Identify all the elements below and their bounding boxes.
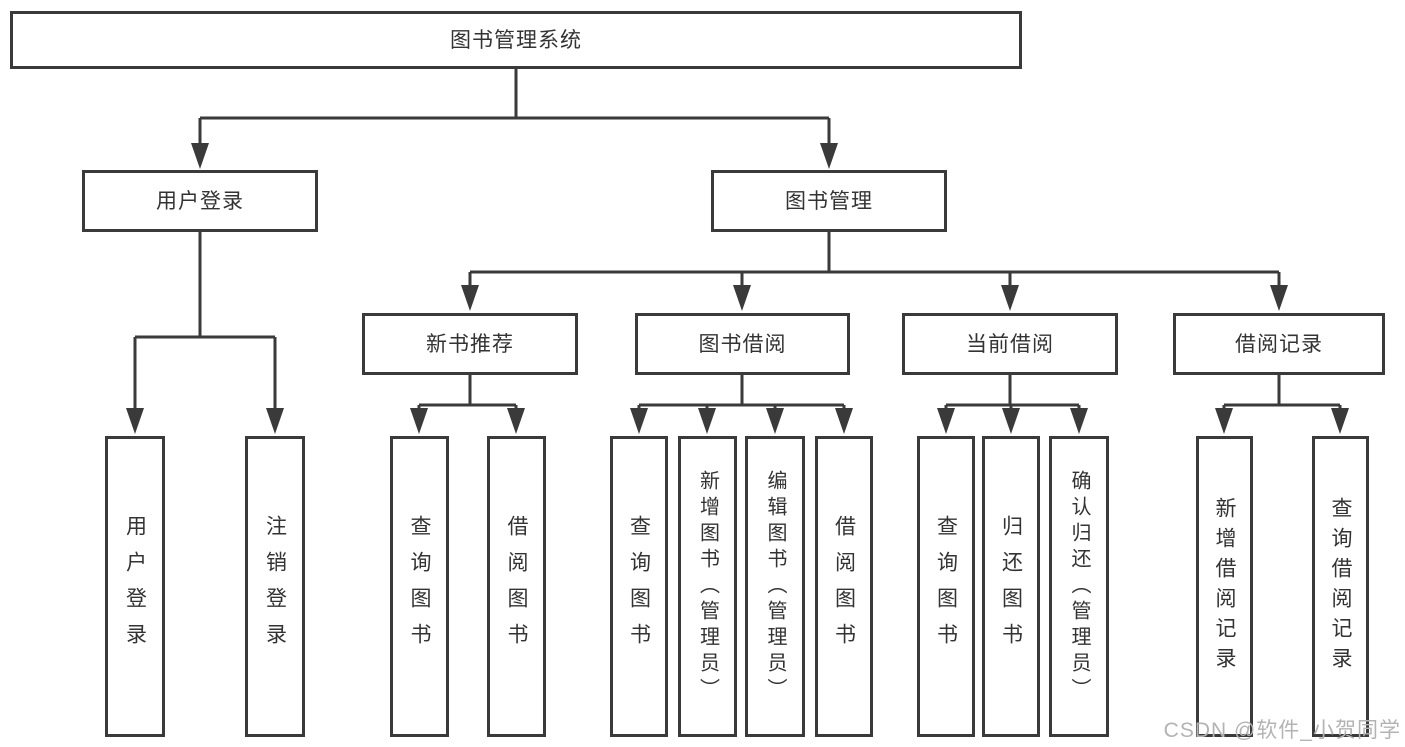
leaf-confirm-return-admin: 确认归还（管理员） (1049, 436, 1109, 737)
leaf-return-books-label: 归还图书 (999, 514, 1023, 659)
leaf-current-query-books-label: 查询图书 (934, 514, 958, 659)
node-user-login: 用户登录 (82, 170, 318, 232)
leaf-query-borrow-record-label: 查询借阅记录 (1329, 496, 1352, 677)
leaf-add-books-admin: 新增图书（管理员） (678, 436, 737, 737)
node-book-borrowing: 图书借阅 (635, 313, 850, 375)
leaf-edit-books-admin: 编辑图书（管理员） (745, 436, 805, 737)
leaf-borrow-query-books: 查询图书 (610, 436, 668, 737)
leaf-add-books-admin-label: 新增图书（管理员） (696, 469, 719, 704)
leaf-logout: 注销登录 (245, 436, 305, 737)
node-new-book-recommendation: 新书推荐 (362, 313, 578, 375)
leaf-borrow-query-books-label: 查询图书 (627, 514, 651, 659)
node-borrowing-records: 借阅记录 (1173, 313, 1385, 375)
leaf-recommend-borrow-books-label: 借阅图书 (505, 514, 528, 659)
node-book-management: 图书管理 (711, 170, 947, 232)
leaf-add-borrow-record: 新增借阅记录 (1196, 436, 1253, 737)
node-current-borrowing: 当前借阅 (902, 313, 1118, 375)
leaf-user-login-label: 用户登录 (123, 514, 147, 659)
leaf-add-borrow-record-label: 新增借阅记录 (1213, 496, 1236, 677)
leaf-recommend-query-books: 查询图书 (390, 436, 449, 737)
leaf-current-query-books: 查询图书 (917, 436, 975, 737)
watermark: CSDN @软件_小贺同学 (1163, 719, 1401, 742)
leaf-edit-books-admin-label: 编辑图书（管理员） (764, 469, 786, 704)
leaf-query-borrow-record: 查询借阅记录 (1312, 436, 1369, 737)
leaf-borrow-books: 借阅图书 (815, 436, 873, 737)
leaf-logout-label: 注销登录 (263, 514, 287, 659)
leaf-confirm-return-admin-label: 确认归还（管理员） (1068, 469, 1090, 704)
leaf-borrow-books-label: 借阅图书 (832, 514, 856, 659)
leaf-recommend-query-books-label: 查询图书 (408, 514, 431, 659)
leaf-return-books: 归还图书 (982, 436, 1040, 737)
leaf-recommend-borrow-books: 借阅图书 (487, 436, 546, 737)
arrowheads (126, 143, 1349, 434)
leaf-user-login: 用户登录 (105, 436, 165, 737)
node-root: 图书管理系统 (10, 11, 1022, 69)
